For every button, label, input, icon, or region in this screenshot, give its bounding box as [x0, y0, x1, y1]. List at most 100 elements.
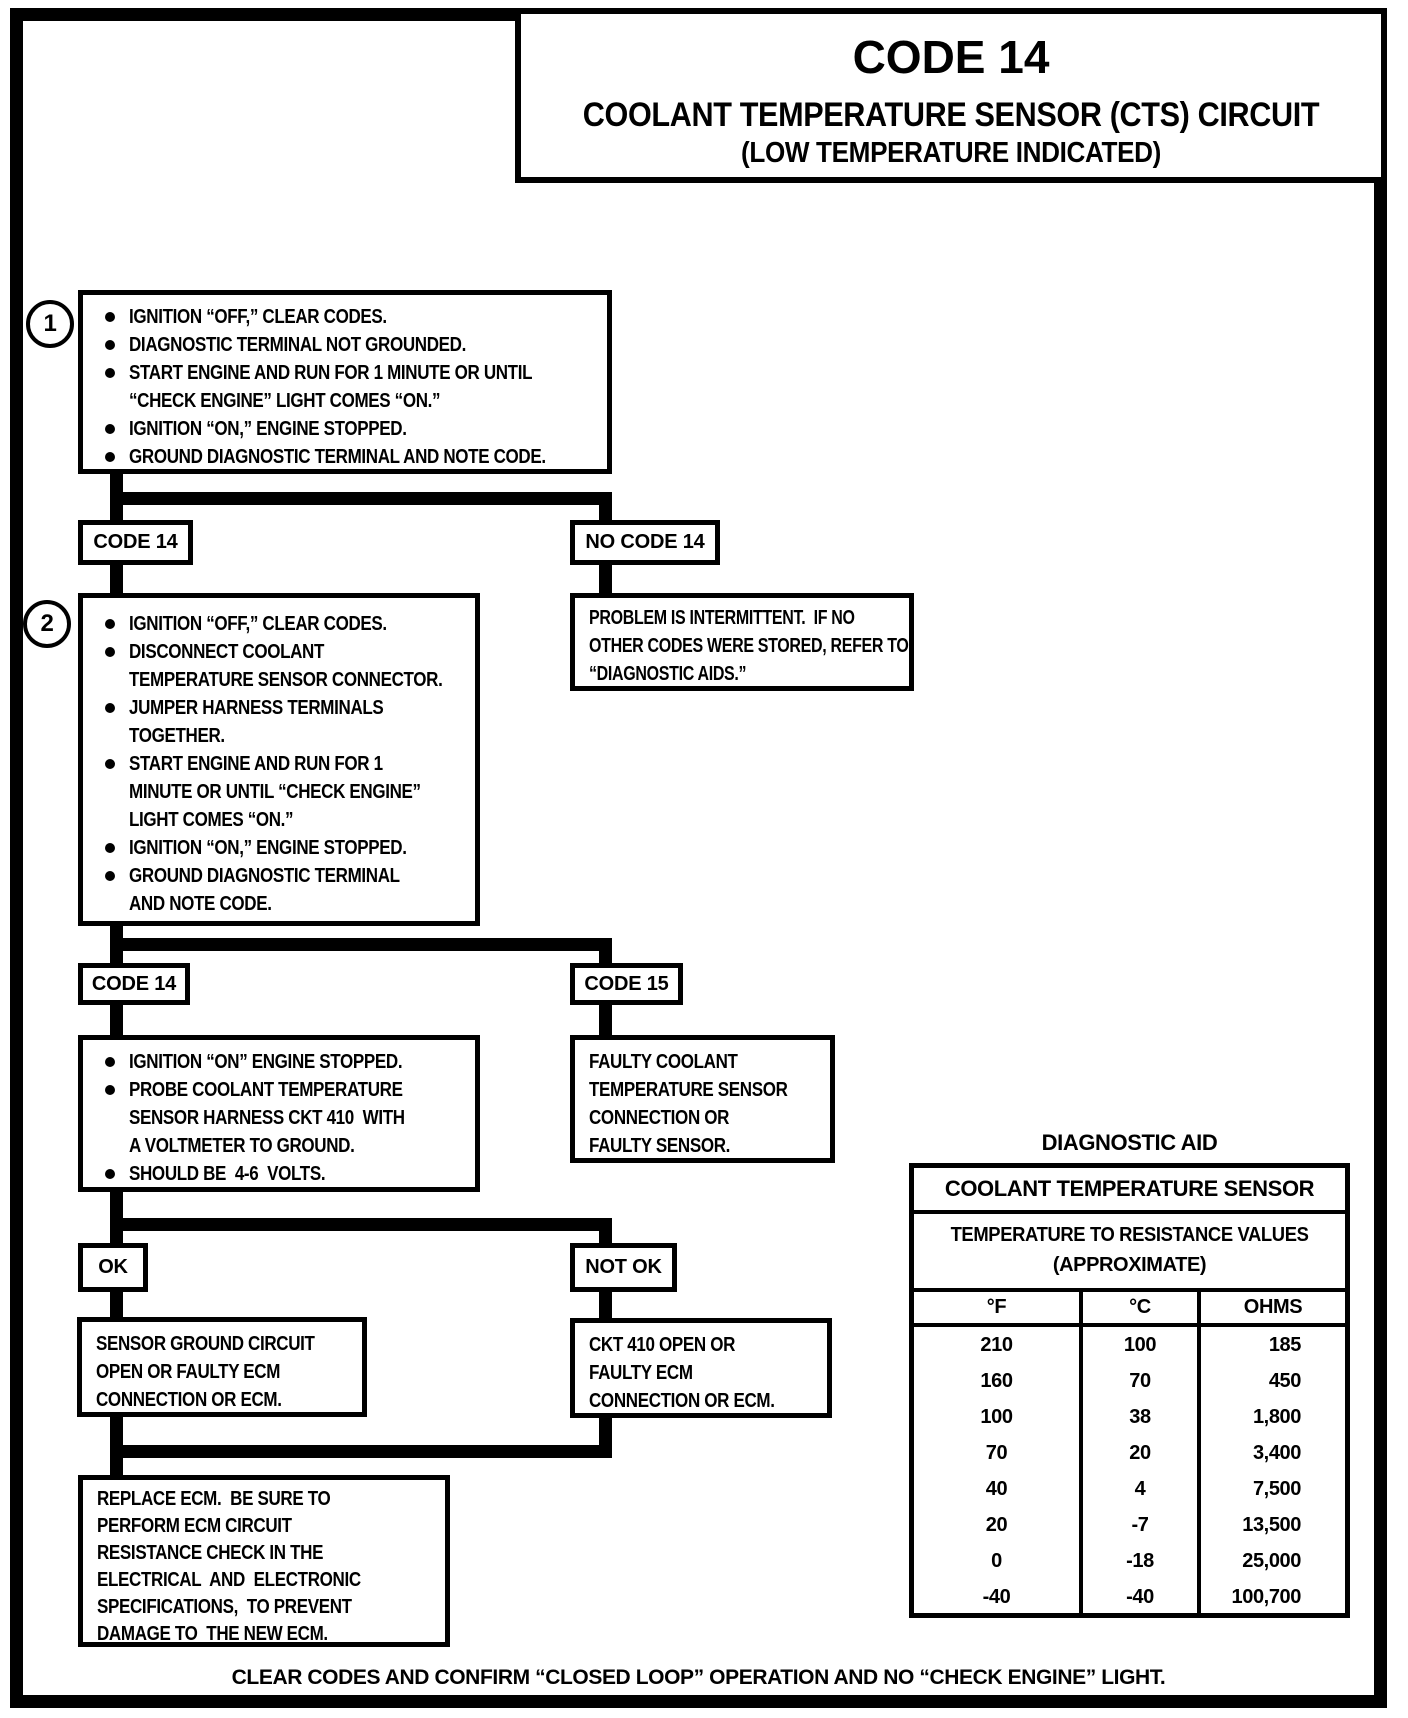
bullet-icon: [105, 1057, 115, 1067]
intermittent-result-text: PROBLEM IS INTERMITTENT. IF NO OTHER COD…: [589, 607, 909, 685]
branch-label-code14-b: CODE 14: [78, 963, 190, 1005]
table-cell: 100: [914, 1399, 1083, 1435]
connector-line: [599, 951, 612, 963]
bullet-icon: [105, 843, 115, 853]
diagnostic-aid-heading: DIAGNOSTIC AID: [1041, 1130, 1218, 1155]
branch-label-no-code14: NO CODE 14: [570, 520, 720, 565]
step-2-number: 2: [40, 610, 54, 637]
table-cell: 1,800: [1252, 1405, 1301, 1428]
title-box: CODE 14 COOLANT TEMPERATURE SENSOR (CTS)…: [515, 8, 1387, 183]
table-cell: 160: [914, 1363, 1083, 1399]
bullet-item: PROBE COOLANT TEMPERATURE SENSOR HARNESS…: [97, 1076, 461, 1160]
table-cell: 20: [914, 1507, 1083, 1543]
table-cell: 185: [1268, 1333, 1302, 1356]
table-cell: 70: [914, 1435, 1083, 1471]
bullet-text: GROUND DIAGNOSTIC TERMINAL AND NOTE CODE…: [129, 446, 546, 468]
table-cell: 20: [1083, 1435, 1201, 1471]
bullet-text: IGNITION “OFF,” CLEAR CODES.: [129, 306, 387, 328]
bullet-text: DIAGNOSTIC TERMINAL NOT GROUNDED.: [129, 334, 466, 356]
connector-line: [110, 1005, 123, 1035]
connector-line: [599, 505, 612, 520]
branch-label-ok: OK: [78, 1243, 148, 1292]
connector-line: [110, 938, 612, 951]
connector-line: [110, 1292, 123, 1317]
table-cell: 70: [1083, 1363, 1201, 1399]
connector-line: [599, 1292, 612, 1318]
bullet-icon: [105, 452, 115, 462]
code15-result-box: FAULTY COOLANT TEMPERATURE SENSOR CONNEC…: [570, 1035, 835, 1163]
bullet-icon: [105, 1169, 115, 1179]
bullet-text: JUMPER HARNESS TERMINALS TOGETHER.: [129, 697, 384, 747]
bullet-item: IGNITION “OFF,” CLEAR CODES.: [97, 610, 461, 638]
table-cell: 4: [1083, 1471, 1201, 1507]
replace-ecm-text: REPLACE ECM. BE SURE TO PERFORM ECM CIRC…: [97, 1488, 361, 1645]
bullet-icon: [105, 424, 115, 434]
table-cell: 0: [914, 1543, 1083, 1579]
bullet-text: SHOULD BE 4-6 VOLTS.: [129, 1163, 326, 1185]
bullet-item: GROUND DIAGNOSTIC TERMINAL AND NOTE CODE…: [97, 443, 593, 471]
ok-result-box: SENSOR GROUND CIRCUIT OPEN OR FAULTY ECM…: [77, 1317, 367, 1417]
bullet-icon: [105, 619, 115, 629]
table-cell: -40: [1083, 1579, 1201, 1615]
bullet-icon: [105, 1085, 115, 1095]
intermittent-result-box: PROBLEM IS INTERMITTENT. IF NO OTHER COD…: [570, 593, 914, 691]
connector-line: [599, 1231, 612, 1243]
diagnostic-aid-table: COOLANT TEMPERATURE SENSOR TEMPERATURE T…: [909, 1163, 1350, 1618]
table-title: COOLANT TEMPERATURE SENSOR: [914, 1168, 1345, 1214]
bullet-item: JUMPER HARNESS TERMINALS TOGETHER.: [97, 694, 461, 750]
replace-ecm-box: REPLACE ECM. BE SURE TO PERFORM ECM CIRC…: [78, 1475, 450, 1647]
page-subtitle-2: (LOW TEMPERATURE INDICATED): [741, 137, 1161, 169]
table-cell: 7,500: [1252, 1477, 1301, 1500]
table-cell: 100: [1083, 1327, 1201, 1363]
column-header-f: °F: [914, 1292, 1083, 1323]
connector-line: [599, 1005, 612, 1035]
bullet-icon: [105, 312, 115, 322]
ok-result-text: SENSOR GROUND CIRCUIT OPEN OR FAULTY ECM…: [96, 1333, 315, 1411]
bullet-icon: [105, 759, 115, 769]
table-cell: -18: [1083, 1543, 1201, 1579]
connector-line: [110, 1218, 612, 1231]
bullet-text: IGNITION “ON,” ENGINE STOPPED.: [129, 837, 407, 859]
table-cell: 210: [914, 1327, 1083, 1363]
step-1-badge: 1: [26, 300, 74, 348]
bullet-item: IGNITION “OFF,” CLEAR CODES.: [97, 303, 593, 331]
step-3-box: IGNITION “ON” ENGINE STOPPED.PROBE COOLA…: [78, 1035, 480, 1192]
step-2-box: IGNITION “OFF,” CLEAR CODES. DISCONNECT C…: [78, 593, 480, 926]
bullet-text: START ENGINE AND RUN FOR 1 MINUTE OR UNT…: [129, 753, 421, 831]
bullet-text: DISCONNECT COOLANT TEMPERATURE SENSOR CO…: [129, 641, 443, 691]
branch-label-not-ok: NOT OK: [570, 1243, 677, 1292]
page-border: [10, 8, 1387, 1708]
table-cell: 38: [1083, 1399, 1201, 1435]
bullet-item: DISCONNECT COOLANT TEMPERATURE SENSOR CO…: [97, 638, 461, 694]
column-header-ohms: OHMS: [1243, 1296, 1303, 1318]
bullet-item: GROUND DIAGNOSTIC TERMINAL AND NOTE CODE…: [97, 862, 461, 918]
bullet-icon: [105, 871, 115, 881]
column-header-c: °C: [1083, 1292, 1201, 1323]
table-header-row: °F °C OHMS: [914, 1292, 1345, 1327]
step-1-box: IGNITION “OFF,” CLEAR CODES. DIAGNOSTIC T…: [78, 290, 612, 474]
bullet-item: START ENGINE AND RUN FOR 1 MINUTE OR UNT…: [97, 359, 593, 415]
bullet-item: IGNITION “ON,” ENGINE STOPPED.: [97, 415, 593, 443]
code15-result-text: FAULTY COOLANT TEMPERATURE SENSOR CONNEC…: [589, 1051, 788, 1157]
connector-line: [110, 492, 612, 505]
table-subtitle-line1: TEMPERATURE TO RESISTANCE VALUES: [950, 1224, 1309, 1246]
not-ok-result-box: CKT 410 OPEN OR FAULTY ECM CONNECTION OR…: [570, 1318, 832, 1418]
table-cell: 25,000: [1242, 1549, 1301, 1572]
bullet-item: SHOULD BE 4-6 VOLTS.: [97, 1160, 461, 1188]
table-cell: 3,400: [1252, 1441, 1301, 1464]
connector-line: [110, 565, 123, 593]
bullet-icon: [105, 368, 115, 378]
page-title: CODE 14: [852, 31, 1050, 83]
table-cell: 100,700: [1231, 1585, 1302, 1608]
bullet-item: IGNITION “ON” ENGINE STOPPED.: [97, 1048, 461, 1076]
connector-line: [599, 565, 612, 593]
table-cell: 40: [914, 1471, 1083, 1507]
page-subtitle: COOLANT TEMPERATURE SENSOR (CTS) CIRCUIT: [582, 96, 1320, 134]
table-cell: 13,500: [1242, 1513, 1301, 1536]
table-cell: -7: [1083, 1507, 1201, 1543]
table-subtitle: TEMPERATURE TO RESISTANCE VALUES (APPROX…: [914, 1214, 1345, 1292]
bullet-text: IGNITION “OFF,” CLEAR CODES.: [129, 613, 387, 635]
branch-label-code14-a: CODE 14: [78, 520, 193, 565]
footer-note: CLEAR CODES AND CONFIRM “CLOSED LOOP” OP…: [231, 1666, 1166, 1689]
